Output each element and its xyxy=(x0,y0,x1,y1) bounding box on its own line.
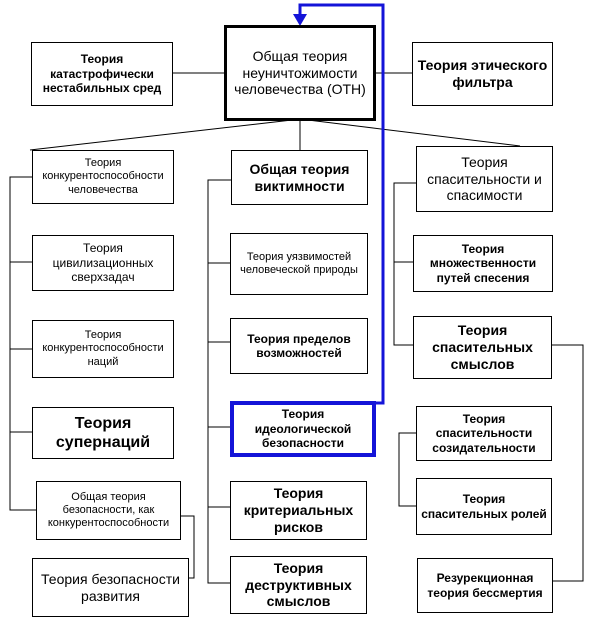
node-creative-salvation-label: Теория спасительности созидательности xyxy=(432,411,536,455)
node-saving-meanings-label: Теория спасительных смыслов xyxy=(432,322,533,372)
left-sub-bracket xyxy=(181,515,195,579)
node-saving-meanings: Теория спасительных смыслов xyxy=(413,316,552,379)
node-ethical-filter-label: Теория этического фильтра xyxy=(417,57,548,90)
node-general-security: Общая теория безопасности, как конкурент… xyxy=(36,481,181,540)
node-general-security-label: Общая теория безопасности, как конкурент… xyxy=(47,490,170,530)
node-vulnerabilities: Теория уязвимостей человеческой природы xyxy=(230,233,368,295)
node-criterial-risks: Теория критериальных рисков xyxy=(230,481,367,540)
node-victimhood-label: Общая теория виктимности xyxy=(249,160,350,194)
node-catastrophic: Теория катастрофически нестабильных сред xyxy=(31,42,173,106)
right-lower-bracket xyxy=(552,344,584,582)
node-ethical-filter: Теория этического фильтра xyxy=(412,42,553,106)
node-supernations: Теория супернаций xyxy=(32,407,174,459)
node-catastrophic-label: Теория катастрофически нестабильных сред xyxy=(42,52,162,96)
node-salvation-label: Теория спасительности и спасимости xyxy=(427,153,542,204)
link-oth-left-branch xyxy=(29,119,293,151)
node-salvation: Теория спасительности и спасимости xyxy=(416,146,553,212)
feedback-arrowhead xyxy=(293,14,307,26)
node-civilizational: Теория цивилизационных сверхзадач xyxy=(32,235,174,291)
node-creative-salvation: Теория спасительности созидательности xyxy=(416,406,552,461)
node-destructive-meanings: Теория деструктивных смыслов xyxy=(230,556,367,614)
right-bracket xyxy=(393,182,416,346)
node-oth: Общая теория неуничтожимости человечеств… xyxy=(224,25,376,121)
node-ideological-security: Теория идеологической безопасности xyxy=(230,401,376,457)
node-competitiveness-nations-label: Теория конкурентоспособности наций xyxy=(42,329,164,368)
center-bracket xyxy=(207,179,231,584)
node-resurrection: Резурекционная теория бессмертия xyxy=(417,558,553,613)
link-oth-right-branch xyxy=(307,119,521,147)
node-multiplicity-label: Теория множественности путей спесения xyxy=(429,241,537,285)
node-saving-roles: Теория спасительных ролей xyxy=(416,478,552,535)
node-ideological-security-label: Теория идеологической безопасности xyxy=(254,407,352,451)
node-competitiveness-humanity-label: Теория конкурентоспособности человечеств… xyxy=(42,157,164,196)
right-sub-bracket xyxy=(398,432,416,507)
node-competitiveness-humanity: Теория конкурентоспособности человечеств… xyxy=(32,150,174,204)
node-limits-label: Теория пределов возможностей xyxy=(247,331,351,360)
node-competitiveness-nations: Теория конкурентоспособности наций xyxy=(32,320,174,378)
node-supernations-label: Теория супернаций xyxy=(55,414,151,451)
node-development-security: Теория безопасности развития xyxy=(32,558,189,617)
node-limits: Теория пределов возможностей xyxy=(230,318,368,374)
node-civilizational-label: Теория цивилизационных сверхзадач xyxy=(52,241,154,285)
node-resurrection-label: Резурекционная теория бессмертия xyxy=(427,571,543,600)
node-oth-label: Общая теория неуничтожимости человечеств… xyxy=(234,47,366,98)
left-bracket xyxy=(9,176,36,511)
node-victimhood: Общая теория виктимности xyxy=(231,150,368,205)
node-destructive-meanings-label: Теория деструктивных смыслов xyxy=(245,559,352,610)
node-saving-roles-label: Теория спасительных ролей xyxy=(421,492,547,521)
node-multiplicity: Теория множественности путей спесения xyxy=(413,235,553,292)
node-development-security-label: Теория безопасности развития xyxy=(41,570,180,604)
node-vulnerabilities-label: Теория уязвимостей человеческой природы xyxy=(240,250,358,276)
node-criterial-risks-label: Теория критериальных рисков xyxy=(243,485,354,535)
